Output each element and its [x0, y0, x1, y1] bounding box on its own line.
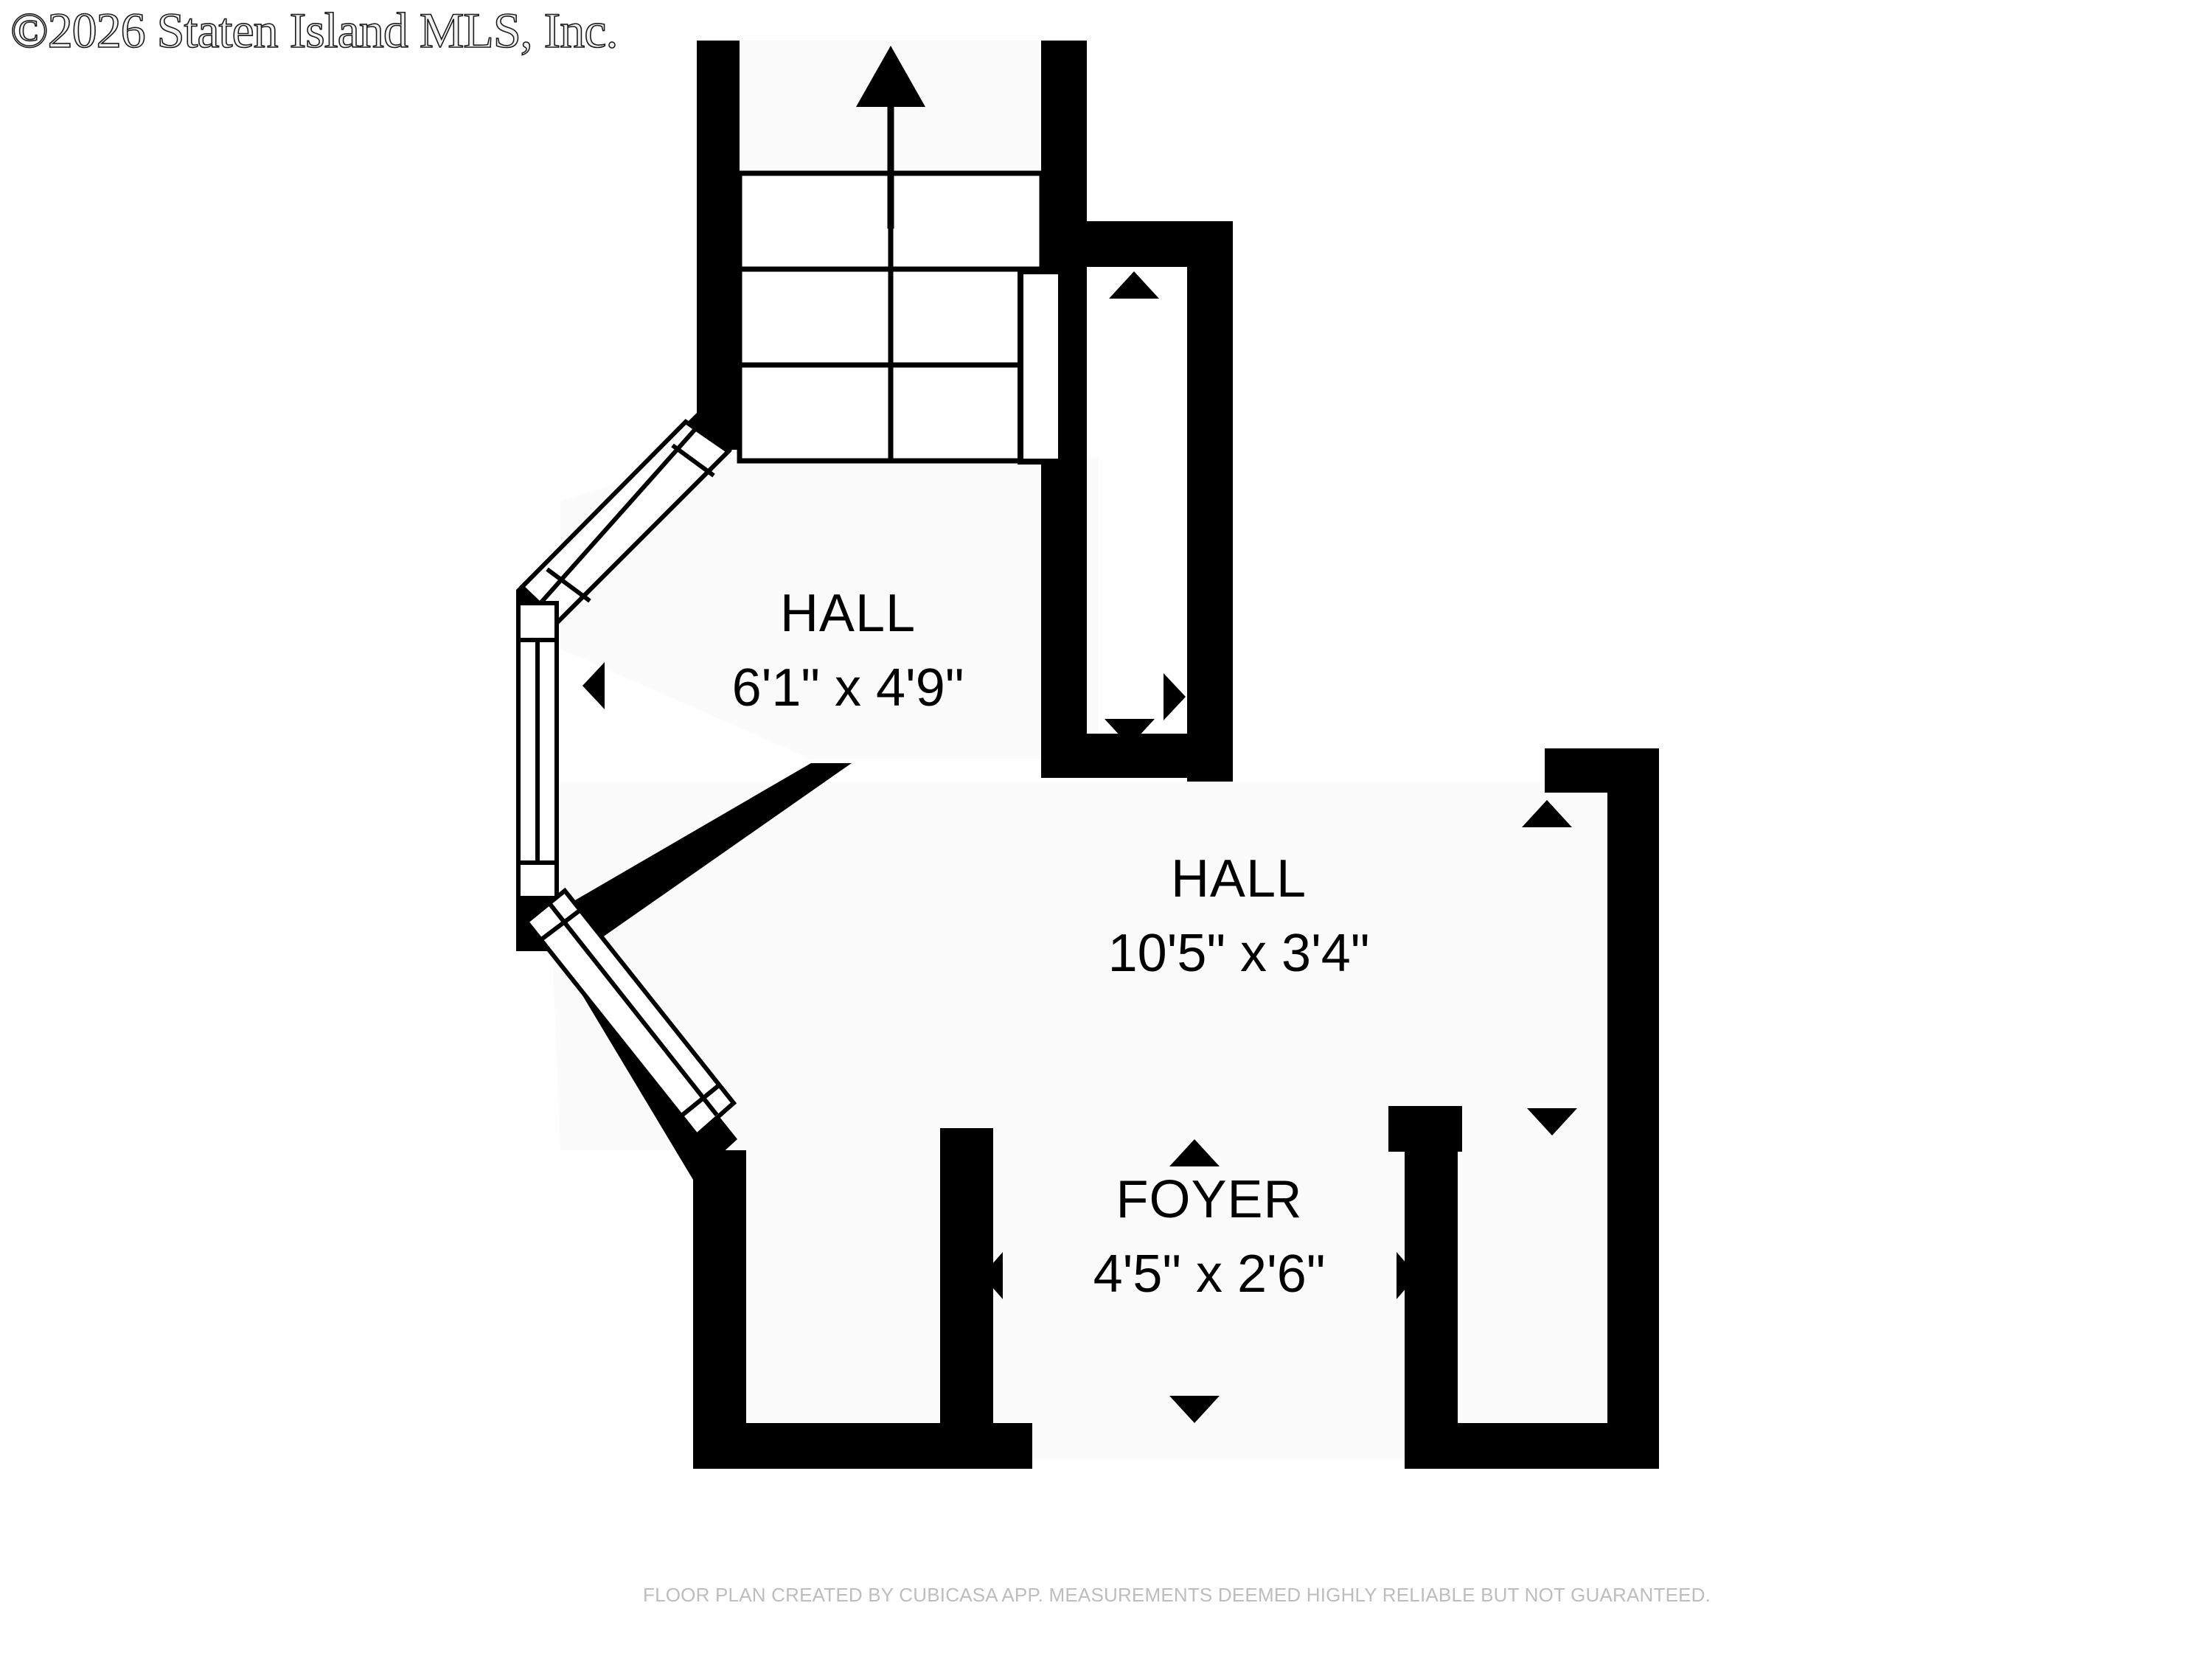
room-name-foyer: FOYER	[1116, 1170, 1303, 1229]
wall-upper-hall-bottom	[1041, 734, 1233, 778]
window-left-vertical-icon	[516, 601, 559, 900]
room-label-foyer: FOYER 4'5" x 2'6"	[981, 1169, 1438, 1306]
copyright-notice: ©2026 Staten Island MLS, Inc.	[10, 1, 619, 59]
wall-main-hall-top-right	[1545, 748, 1659, 793]
stair-rail	[1018, 268, 1064, 465]
room-dimensions-hall-upper: 6'1" x 4'9"	[731, 658, 964, 717]
door-marker-foyer-bottom-icon	[1169, 1396, 1220, 1423]
wall-bottom-right-jog	[1388, 1106, 1462, 1152]
door-marker-hall-main-right-icon	[1607, 913, 1630, 960]
room-dimensions-foyer: 4'5" x 2'6"	[1093, 1244, 1326, 1304]
wall-bottom-left-horizontal	[693, 1423, 1032, 1469]
door-marker-stair-right-icon	[1109, 271, 1159, 299]
room-dimensions-hall-main: 10'5" x 3'4"	[1107, 923, 1370, 983]
door-marker-hall-main-top-right-icon	[1522, 800, 1572, 827]
door-marker-foyer-left-icon	[982, 1252, 1003, 1299]
door-marker-hall-upper-right-icon	[1164, 673, 1186, 720]
floor-fill-group	[546, 41, 1630, 1460]
room-label-hall-main: HALL 10'5" x 3'4"	[914, 848, 1563, 985]
door-marker-foyer-top-icon	[1169, 1139, 1220, 1166]
room-name-hall-main: HALL	[1170, 849, 1307, 908]
wall-stair-left	[697, 41, 740, 450]
door-markers-group	[582, 271, 1630, 1423]
door-marker-foyer-right-icon	[1397, 1252, 1417, 1299]
room-label-hall-upper: HALL 6'1" x 4'9"	[619, 582, 1077, 720]
door-marker-hall-upper-left-icon	[582, 662, 605, 709]
wall-hall-divider-angled	[538, 763, 852, 951]
room-name-hall-upper: HALL	[779, 584, 917, 643]
wall-bottom-left-vertical	[693, 1150, 746, 1467]
window-angled-lower-icon	[523, 887, 737, 1139]
wall-bottom-right-vertical	[1607, 1106, 1659, 1469]
wall-upper-right-outer	[1187, 221, 1233, 782]
staircase	[737, 46, 1064, 465]
stair-up-arrow-icon	[856, 46, 925, 107]
wall-bottom-right-horizontal	[1405, 1423, 1659, 1469]
door-marker-hall-main-bottom-right-icon	[1527, 1108, 1577, 1135]
disclaimer-notice: FLOOR PLAN CREATED BY CUBICASA APP. MEAS…	[643, 1584, 1711, 1606]
door-marker-hall-upper-bottom-icon	[1105, 719, 1155, 746]
windows-group	[516, 419, 737, 1139]
wall-main-hall-right	[1607, 748, 1659, 1161]
